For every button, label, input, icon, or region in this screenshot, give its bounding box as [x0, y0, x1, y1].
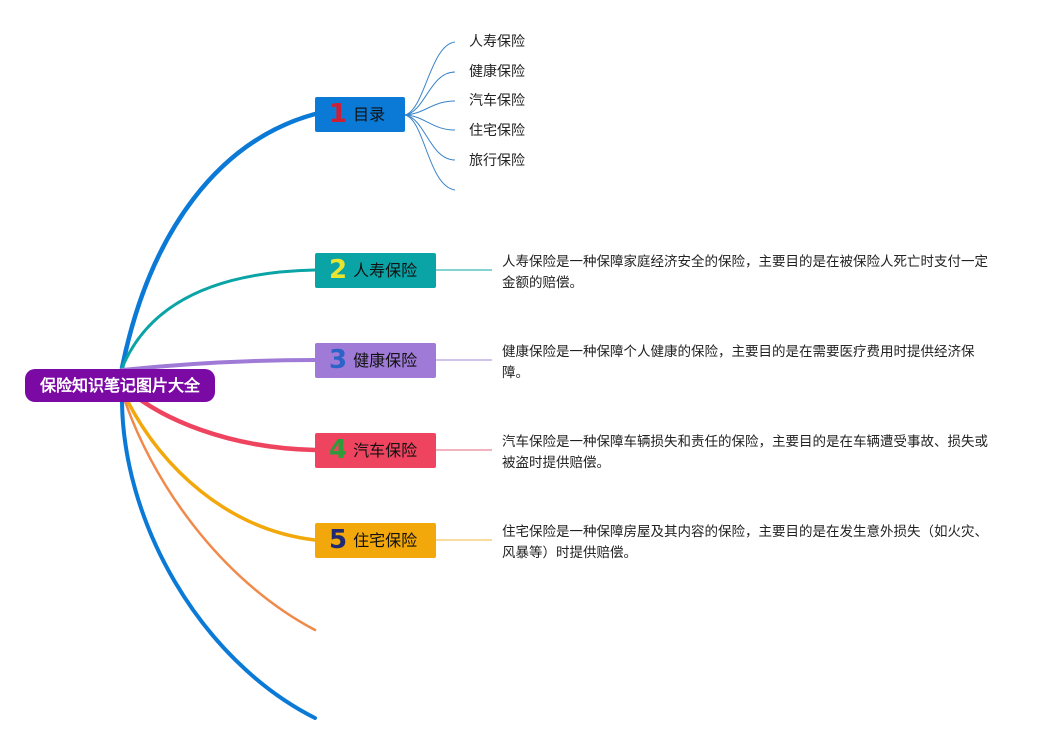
branch-auto-insurance[interactable]: 4 汽车保险	[315, 433, 436, 468]
root-node[interactable]: 保险知识笔记图片大全	[25, 369, 215, 402]
branch-label-contents: 目录	[353, 105, 386, 124]
connector-root-to-extra-orange	[120, 390, 317, 632]
connector-root-to-contents	[119, 111, 318, 371]
contents-item-travel[interactable]: 旅行保险	[469, 153, 525, 169]
connector-root-to-home	[120, 388, 317, 542]
branch-number-1: 1	[329, 99, 348, 129]
description-auto-insurance: 汽车保险是一种保障车辆损失和责任的保险，主要目的是在车辆遭受事故、损失或被盗时提…	[502, 434, 988, 471]
branch-life-insurance[interactable]: 2 人寿保险	[315, 253, 436, 288]
connector-root-to-life	[120, 268, 317, 370]
description-health-insurance: 健康保险是一种保障个人健康的保险，主要目的是在需要医疗费用时提供经济保障。	[502, 344, 975, 381]
description-life-insurance: 人寿保险是一种保障家庭经济安全的保险，主要目的是在被保险人死亡时支付一定金额的赔…	[502, 254, 988, 291]
contents-item-life[interactable]: 人寿保险	[469, 34, 525, 50]
branch-contents[interactable]: 1 目录	[315, 97, 405, 132]
branch-label-auto-insurance: 汽车保险	[353, 441, 418, 460]
root-node-label: 保险知识笔记图片大全	[39, 376, 200, 395]
contents-item-health[interactable]: 健康保险	[469, 64, 525, 80]
description-home-insurance: 住宅保险是一种保障房屋及其内容的保险，主要目的是在发生意外损失（如火灾、风暴等）…	[502, 524, 988, 561]
contents-item-auto[interactable]: 汽车保险	[469, 93, 525, 109]
contents-item-home[interactable]: 住宅保险	[469, 123, 525, 139]
connector-root-to-health	[120, 358, 317, 372]
branch-number-3: 3	[329, 345, 348, 375]
branch-label-life-insurance: 人寿保险	[353, 261, 418, 280]
branch-number-2: 2	[329, 255, 348, 285]
branch-number-4: 4	[329, 435, 348, 465]
branch-number-5: 5	[329, 525, 348, 555]
branch-health-insurance[interactable]: 3 健康保险	[315, 343, 436, 378]
branch-label-home-insurance: 住宅保险	[353, 531, 418, 550]
connector-root-to-extra-blue	[119, 391, 317, 720]
branch-label-health-insurance: 健康保险	[353, 351, 418, 370]
branch-home-insurance[interactable]: 5 住宅保险	[315, 523, 436, 558]
contents-child-connectors	[404, 41, 456, 191]
